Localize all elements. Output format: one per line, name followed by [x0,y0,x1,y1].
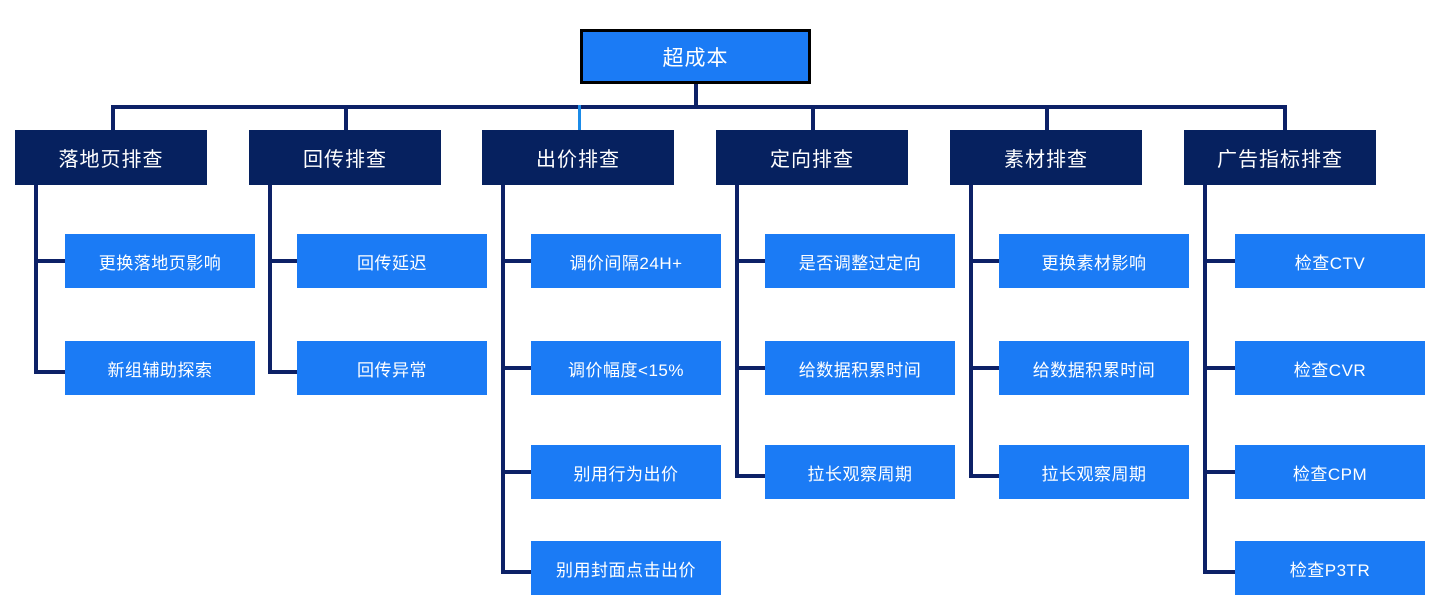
leaf-node[interactable]: 回传延迟 [297,234,487,288]
column-2-trunk [268,185,272,374]
leaf-node-label: 拉长观察周期 [1041,464,1147,484]
leaf-node[interactable]: 给数据积累时间 [999,341,1189,395]
leaf-node[interactable]: 检查CPM [1235,445,1425,499]
branch-drop-2 [344,105,348,132]
leaf-node[interactable]: 拉长观察周期 [999,445,1189,499]
column-4-stub-2 [735,366,765,370]
branch-drop-1 [111,105,115,132]
branch-node-label: 广告指标排查 [1217,149,1343,171]
column-6-trunk [1203,185,1207,574]
leaf-node-label: 给数据积累时间 [798,360,922,380]
leaf-node-label: 回传延迟 [357,253,427,273]
branch-drop-5 [1045,105,1049,132]
leaf-node[interactable]: 别用行为出价 [531,445,721,499]
column-3-stub-3 [501,470,531,474]
branch-node-label: 素材排查 [1004,149,1088,171]
leaf-node-label: 检查P3TR [1289,560,1371,580]
column-1-stub-2 [34,370,65,374]
branch-node-creative[interactable]: 素材排查 [950,130,1142,185]
leaf-node-label: 回传异常 [357,360,427,380]
column-4-trunk [735,185,739,478]
leaf-node-label: 检查CTV [1294,253,1366,273]
leaf-node[interactable]: 更换落地页影响 [65,234,255,288]
leaf-node-label: 给数据积累时间 [1032,360,1156,380]
leaf-node[interactable]: 调价幅度<15% [531,341,721,395]
branch-node-bidding[interactable]: 出价排查 [482,130,674,185]
leaf-node-label: 检查CVR [1293,360,1367,380]
branch-node-callback[interactable]: 回传排查 [249,130,441,185]
leaf-node[interactable]: 拉长观察周期 [765,445,955,499]
column-5-stub-3 [969,474,999,478]
leaf-node[interactable]: 检查CVR [1235,341,1425,395]
branch-drop-6 [1283,105,1287,132]
leaf-node[interactable]: 更换素材影响 [999,234,1189,288]
leaf-node-label: 新组辅助探索 [107,360,213,380]
branch-drop-4 [811,105,815,132]
leaf-node-label: 调价间隔24H+ [569,253,683,273]
column-6-stub-3 [1203,470,1235,474]
branch-node-label: 落地页排查 [58,149,164,171]
column-2-stub-1 [268,259,298,263]
leaf-node-label: 别用封面点击出价 [556,560,696,580]
root-node-label: 超成本 [662,46,729,70]
branch-bus-line [112,105,1287,109]
leaf-node-label: 更换落地页影响 [98,253,222,273]
leaf-node[interactable]: 是否调整过定向 [765,234,955,288]
column-3-trunk [501,185,505,574]
branch-node-label: 出价排查 [536,149,620,171]
column-6-stub-1 [1203,259,1235,263]
leaf-node[interactable]: 调价间隔24H+ [531,234,721,288]
column-4-stub-1 [735,259,765,263]
leaf-node[interactable]: 别用封面点击出价 [531,541,721,595]
leaf-node[interactable]: 给数据积累时间 [765,341,955,395]
leaf-node-label: 是否调整过定向 [798,253,922,273]
column-6-stub-4 [1203,570,1235,574]
column-5-trunk [969,185,973,478]
branch-node-ad-metrics[interactable]: 广告指标排查 [1184,130,1376,185]
column-4-stub-3 [735,474,765,478]
leaf-node[interactable]: 检查CTV [1235,234,1425,288]
leaf-node-label: 别用行为出价 [573,464,679,484]
column-5-stub-1 [969,259,999,263]
leaf-node[interactable]: 检查P3TR [1235,541,1425,595]
leaf-node[interactable]: 新组辅助探索 [65,341,255,395]
column-2-stub-2 [268,370,298,374]
column-6-stub-2 [1203,366,1235,370]
column-5-stub-2 [969,366,999,370]
branch-node-landing-page[interactable]: 落地页排查 [15,130,207,185]
column-3-stub-4 [501,570,531,574]
leaf-node-label: 检查CPM [1292,464,1368,484]
branch-node-label: 定向排查 [770,149,854,171]
column-1-stub-1 [34,259,65,263]
branch-node-targeting[interactable]: 定向排查 [716,130,908,185]
branch-node-label: 回传排查 [303,149,387,171]
column-3-stub-1 [501,259,531,263]
leaf-node-label: 拉长观察周期 [807,464,913,484]
branch-drop-3 [578,105,581,132]
column-3-stub-2 [501,366,531,370]
root-drop-line [694,84,698,108]
root-node-cost-overrun[interactable]: 超成本 [580,29,811,84]
column-1-trunk [34,185,38,374]
leaf-node[interactable]: 回传异常 [297,341,487,395]
leaf-node-label: 更换素材影响 [1041,253,1147,273]
leaf-node-label: 调价幅度<15% [568,360,684,380]
